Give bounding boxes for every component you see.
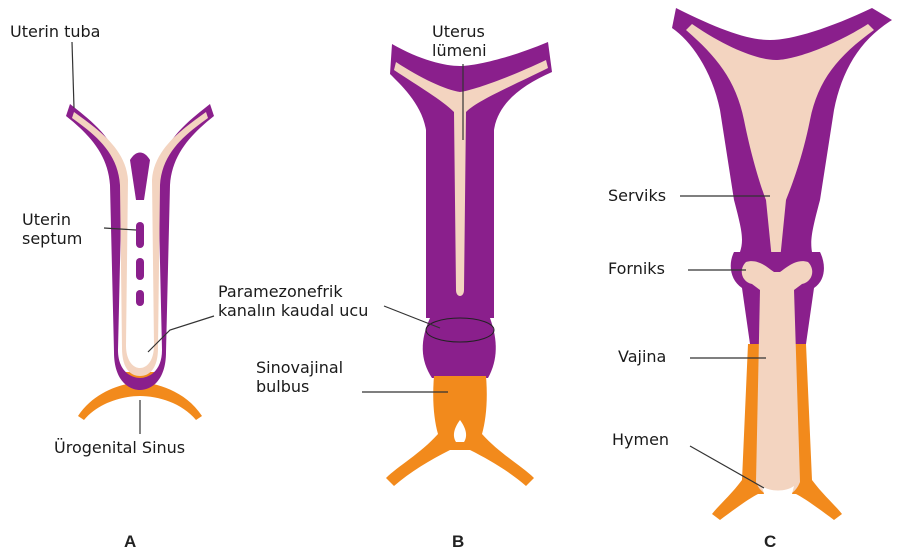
panel-label-c: C <box>764 532 776 552</box>
label-urogenital-sinus: Ürogenital Sinus <box>54 438 185 457</box>
label-uterin-septum: Uterin septum <box>22 210 82 248</box>
stage-a-figure <box>66 104 214 420</box>
leader-uterin-tuba <box>72 42 74 108</box>
label-sinovajinal: Sinovajinal bulbus <box>256 358 343 396</box>
label-uterin-tuba: Uterin tuba <box>10 22 100 41</box>
label-hymen: Hymen <box>612 430 669 449</box>
label-forniks: Forniks <box>608 259 665 278</box>
label-vajina: Vajina <box>618 347 666 366</box>
label-uterus-lumeni: Uterus lümeni <box>432 22 487 60</box>
stage-b-figure <box>386 42 552 486</box>
uterine-septum-a <box>130 153 150 201</box>
septum-segment-3 <box>136 290 144 306</box>
panel-label-b: B <box>452 532 464 552</box>
panel-label-a: A <box>124 532 136 552</box>
septum-segment-1 <box>136 222 144 248</box>
stage-c-figure <box>672 8 892 520</box>
paramesonephric-caudal-end-b <box>423 318 496 378</box>
label-serviks: Serviks <box>608 186 666 205</box>
septum-segment-2 <box>136 258 144 280</box>
vagina-lumen-c <box>756 290 800 496</box>
label-paramezonefrik: Paramezonefrik kanalın kaudal ucu <box>218 282 368 320</box>
uterus-top-wall-b <box>390 42 552 318</box>
